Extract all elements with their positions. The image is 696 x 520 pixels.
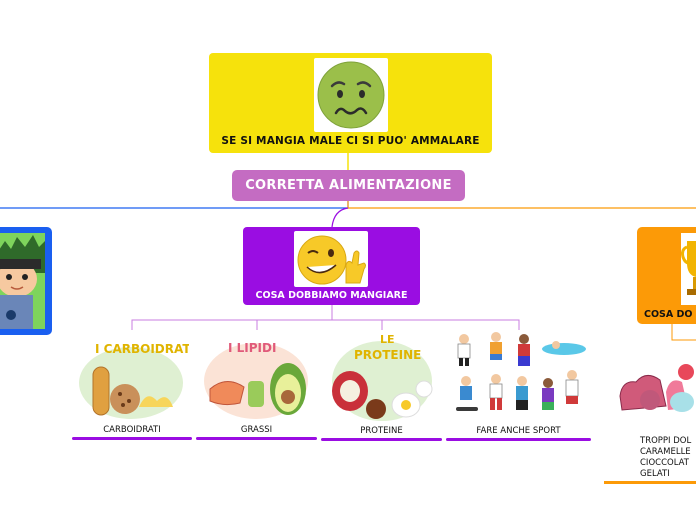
winking-ok-face-icon xyxy=(294,231,368,287)
child-label-grassi: GRASSI xyxy=(240,425,273,435)
child-underline xyxy=(72,437,192,440)
child-underline xyxy=(196,437,317,440)
sports-image xyxy=(452,331,586,421)
junk-food-line: CIOCCOLAT xyxy=(640,458,689,468)
top-node-label: SE SI MANGIA MALE CI SI PUO' AMMALARE xyxy=(221,135,480,147)
sweets-icon xyxy=(616,356,696,418)
right-node-label: COSA DO xyxy=(644,309,693,320)
carbs-image: I CARBOIDRATI xyxy=(77,331,189,419)
junk-food-line: GELATI xyxy=(640,469,670,479)
fats-image: I LIPIDI xyxy=(202,331,310,419)
child-underline xyxy=(446,438,591,441)
carbs-image-title: I CARBOIDRATI xyxy=(95,342,189,356)
junk-food-underline xyxy=(604,481,696,484)
junk-food-line: CARAMELLE xyxy=(640,447,691,457)
left-node[interactable] xyxy=(0,227,52,335)
central-node[interactable]: CORRETTA ALIMENTAZIONE xyxy=(232,170,465,201)
purple-node[interactable]: COSA DOBBIAMO MANGIARE xyxy=(243,227,420,305)
fats-image-title: I LIPIDI xyxy=(228,341,276,355)
proteins-image-title-line1: LE xyxy=(380,333,395,346)
child-label-carboidrati: CARBOIDRATI xyxy=(103,425,161,435)
junk-food-label: TROPPI DOL CARAMELLE CIOCCOLAT GELATI xyxy=(640,436,691,480)
child-character-icon xyxy=(0,233,45,329)
purple-node-label: COSA DOBBIAMO MANGIARE xyxy=(255,290,408,301)
proteins-image-title-line2: PROTEINE xyxy=(354,348,421,362)
proteins-image: LE PROTEINE xyxy=(328,331,436,423)
child-label-proteine: PROTEINE xyxy=(360,426,403,436)
child-underline xyxy=(321,438,442,441)
right-node[interactable]: COSA DO xyxy=(637,227,696,324)
top-node[interactable]: SE SI MANGIA MALE CI SI PUO' AMMALARE xyxy=(209,53,492,153)
junk-food-line: TROPPI DOL xyxy=(640,436,692,446)
sick-face-icon xyxy=(314,58,388,132)
trophy-icon xyxy=(681,233,696,305)
child-label-sport: FARE ANCHE SPORT xyxy=(476,426,561,436)
